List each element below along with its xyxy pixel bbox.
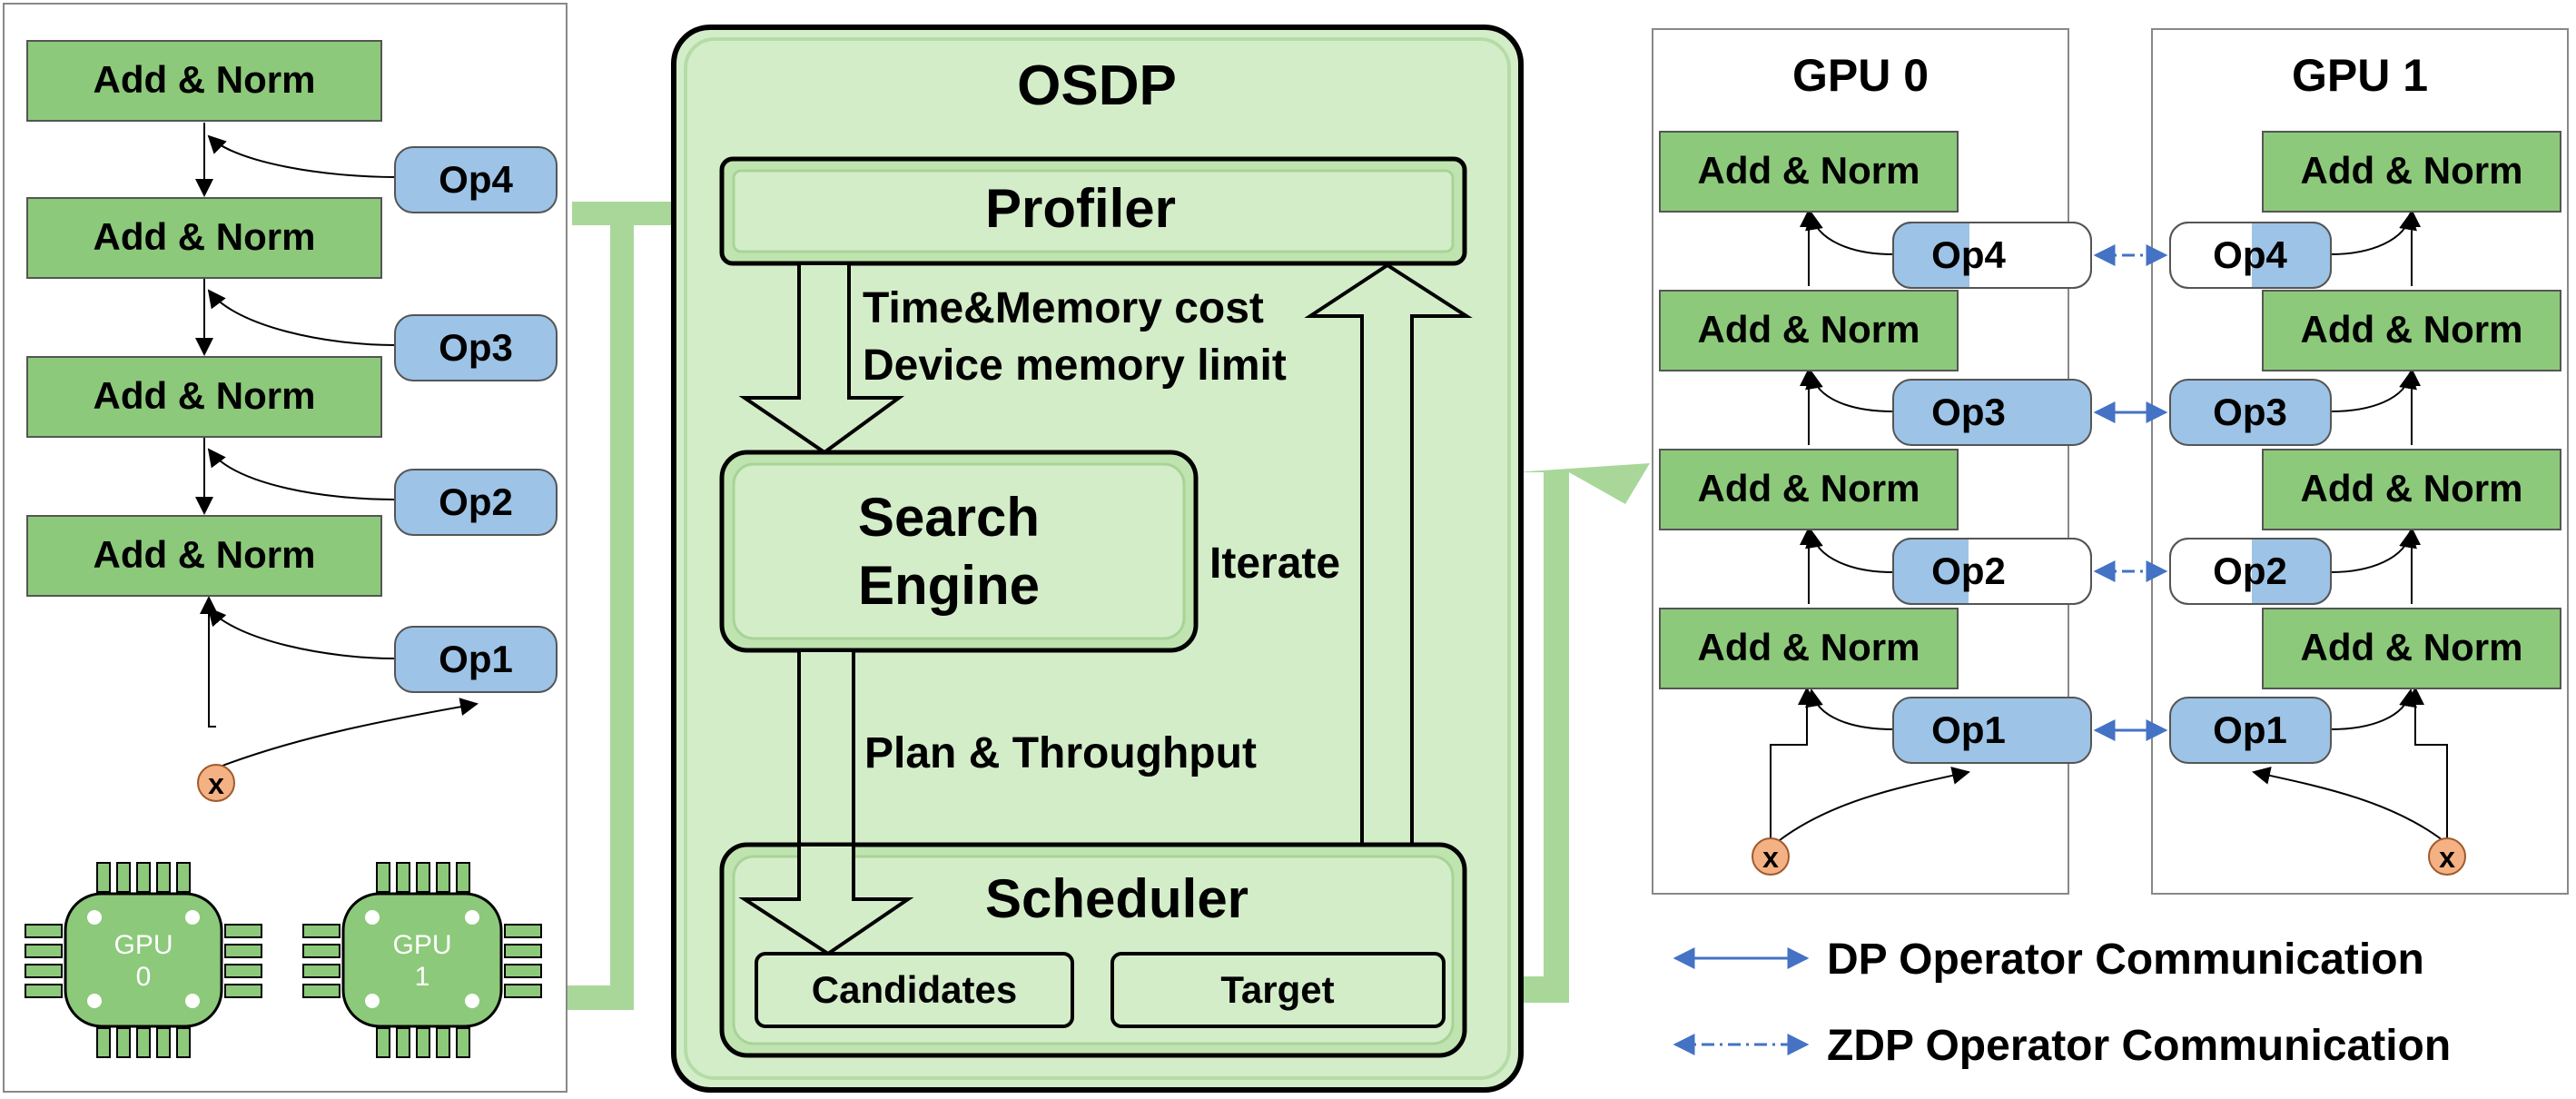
gpu0-block-1-label: Add & Norm xyxy=(1698,626,1920,668)
gpu0-block-4-label: Add & Norm xyxy=(1698,149,1920,192)
search-engine-line-2: Engine xyxy=(858,555,1040,616)
plan-throughput-label: Plan & Throughput xyxy=(864,729,1257,777)
left-block-4-label: Add & Norm xyxy=(94,58,316,101)
scheduler-box: Scheduler Candidates Target xyxy=(719,842,1467,1058)
cost-line-2: Device memory limit xyxy=(863,342,1287,390)
scheduler-label: Scheduler xyxy=(985,868,1249,929)
left-op4-label: Op4 xyxy=(439,158,513,201)
gpu-chip-1-line2: 1 xyxy=(415,962,430,992)
hollow-arrow-profiler-to-search xyxy=(738,262,905,455)
gpu0-input-x-label: x xyxy=(1762,841,1779,874)
right-gpu-panel: GPU 0 GPU 1 Add & Norm Ad xyxy=(1652,28,2569,895)
candidates-label: Candidates xyxy=(812,968,1017,1011)
osdp-title: OSDP xyxy=(1017,54,1177,117)
hollow-arrow-scheduler-to-profiler xyxy=(1304,262,1473,847)
left-block-1-label: Add & Norm xyxy=(94,533,316,576)
gpu0-op1-label: Op1 xyxy=(1931,708,2006,751)
iterate-label: Iterate xyxy=(1209,540,1340,588)
gpu0-op1: Op1 xyxy=(1892,697,2092,764)
gpu-chip-0: GPU 0 xyxy=(25,862,262,1058)
gpu0-block-3-label: Add & Norm xyxy=(1698,308,1920,351)
left-curve-op2 xyxy=(207,448,396,500)
osdp-panel: OSDP Profiler Time&Memory cost Device me… xyxy=(671,25,1524,1093)
gpu1-op1-label: Op1 xyxy=(2213,708,2287,751)
candidates-box: Candidates xyxy=(755,952,1074,1028)
left-model-panel: Add & Norm Add & Norm Add & Norm Add & N… xyxy=(3,3,568,1093)
gpu0-op3: Op3 xyxy=(1892,379,2092,446)
gpu-chip-1-line1: GPU xyxy=(392,930,451,960)
gpu1-op4: Op4 xyxy=(2169,222,2332,289)
left-op4: Op4 xyxy=(394,146,558,213)
gpu1-op2: Op2 xyxy=(2169,538,2332,605)
left-block-2: Add & Norm xyxy=(26,356,382,438)
gpu1-input-x-label: x xyxy=(2439,841,2455,874)
profiler-label: Profiler xyxy=(985,178,1176,239)
gpu0-block-2-label: Add & Norm xyxy=(1698,467,1920,510)
legend-dp-label: DP Operator Communication xyxy=(1827,936,2424,984)
left-curve-op1 xyxy=(207,607,396,659)
profiler-box: Profiler xyxy=(719,156,1467,266)
flow-arrow-target-to-gpus xyxy=(1444,463,1650,1003)
flow-arrow-gpus-to-profiler xyxy=(568,225,634,1010)
left-block-2-label: Add & Norm xyxy=(94,374,316,417)
gpu1-op3: Op3 xyxy=(2169,379,2332,446)
left-link-x-1 xyxy=(200,596,218,728)
gpu0-block-1: Add & Norm xyxy=(1659,608,1959,689)
gpu-chip-0-line1: GPU xyxy=(114,930,173,960)
gpu0-op4-label: Op4 xyxy=(1931,233,2006,276)
gpu1-block-1-label: Add & Norm xyxy=(2301,626,2523,668)
gpu1-block-3: Add & Norm xyxy=(2262,290,2561,371)
gpu0-op3-label: Op3 xyxy=(1931,391,2006,433)
left-curve-op3 xyxy=(207,289,396,346)
left-curve-x-op1 xyxy=(217,698,479,768)
gpu0-op2: Op2 xyxy=(1892,538,2092,605)
left-op2-label: Op2 xyxy=(439,480,513,523)
gpu-chip-1: GPU 1 xyxy=(302,862,542,1058)
left-block-3-label: Add & Norm xyxy=(94,215,316,258)
gpu1-block-4: Add & Norm xyxy=(2262,131,2561,213)
gpu1-block-4-label: Add & Norm xyxy=(2301,149,2523,192)
gpu0-op2-label: Op2 xyxy=(1931,550,2006,592)
gpu1-op3-label: Op3 xyxy=(2213,391,2287,433)
gpu1-op2-label: Op2 xyxy=(2213,550,2287,592)
gpu0-block-3: Add & Norm xyxy=(1659,290,1959,371)
left-op2: Op2 xyxy=(394,469,558,536)
gpu1-op4-label: Op4 xyxy=(2213,233,2287,276)
left-op1-label: Op1 xyxy=(439,638,513,680)
gpu0-title: GPU 0 xyxy=(1792,50,1929,101)
search-engine-box: Search Engine xyxy=(719,450,1199,653)
left-op3-label: Op3 xyxy=(439,326,513,369)
gpu0-op4: Op4 xyxy=(1892,222,2092,289)
gpu1-block-2: Add & Norm xyxy=(2262,449,2561,530)
target-label: Target xyxy=(1220,968,1334,1011)
legend: DP Operator Communication ZDP Operator C… xyxy=(1673,936,2451,1070)
gpu0-input-x: x xyxy=(1752,837,1790,876)
gpu1-block-1: Add & Norm xyxy=(2262,608,2561,689)
target-box: Target xyxy=(1110,952,1446,1028)
left-block-4: Add & Norm xyxy=(26,40,382,122)
left-op1: Op1 xyxy=(394,626,558,693)
left-block-1: Add & Norm xyxy=(26,515,382,597)
left-op3: Op3 xyxy=(394,314,558,381)
gpu0-block-2: Add & Norm xyxy=(1659,449,1959,530)
left-curve-op4 xyxy=(207,134,396,178)
left-block-3: Add & Norm xyxy=(26,197,382,279)
gpu1-block-2-label: Add & Norm xyxy=(2301,467,2523,510)
search-engine-line-1: Search xyxy=(858,487,1040,548)
gpu1-input-x: x xyxy=(2428,837,2466,876)
gpu1-op1: Op1 xyxy=(2169,697,2332,764)
gpu-chip-0-line2: 0 xyxy=(136,962,152,992)
gpu1-title: GPU 1 xyxy=(2292,50,2428,101)
left-input-x-label: x xyxy=(208,767,224,800)
legend-zdp-label: ZDP Operator Communication xyxy=(1827,1022,2451,1070)
gpu1-block-3-label: Add & Norm xyxy=(2301,308,2523,351)
gpu0-block-4: Add & Norm xyxy=(1659,131,1959,213)
left-input-x: x xyxy=(197,764,235,802)
cost-line-1: Time&Memory cost xyxy=(863,284,1264,332)
